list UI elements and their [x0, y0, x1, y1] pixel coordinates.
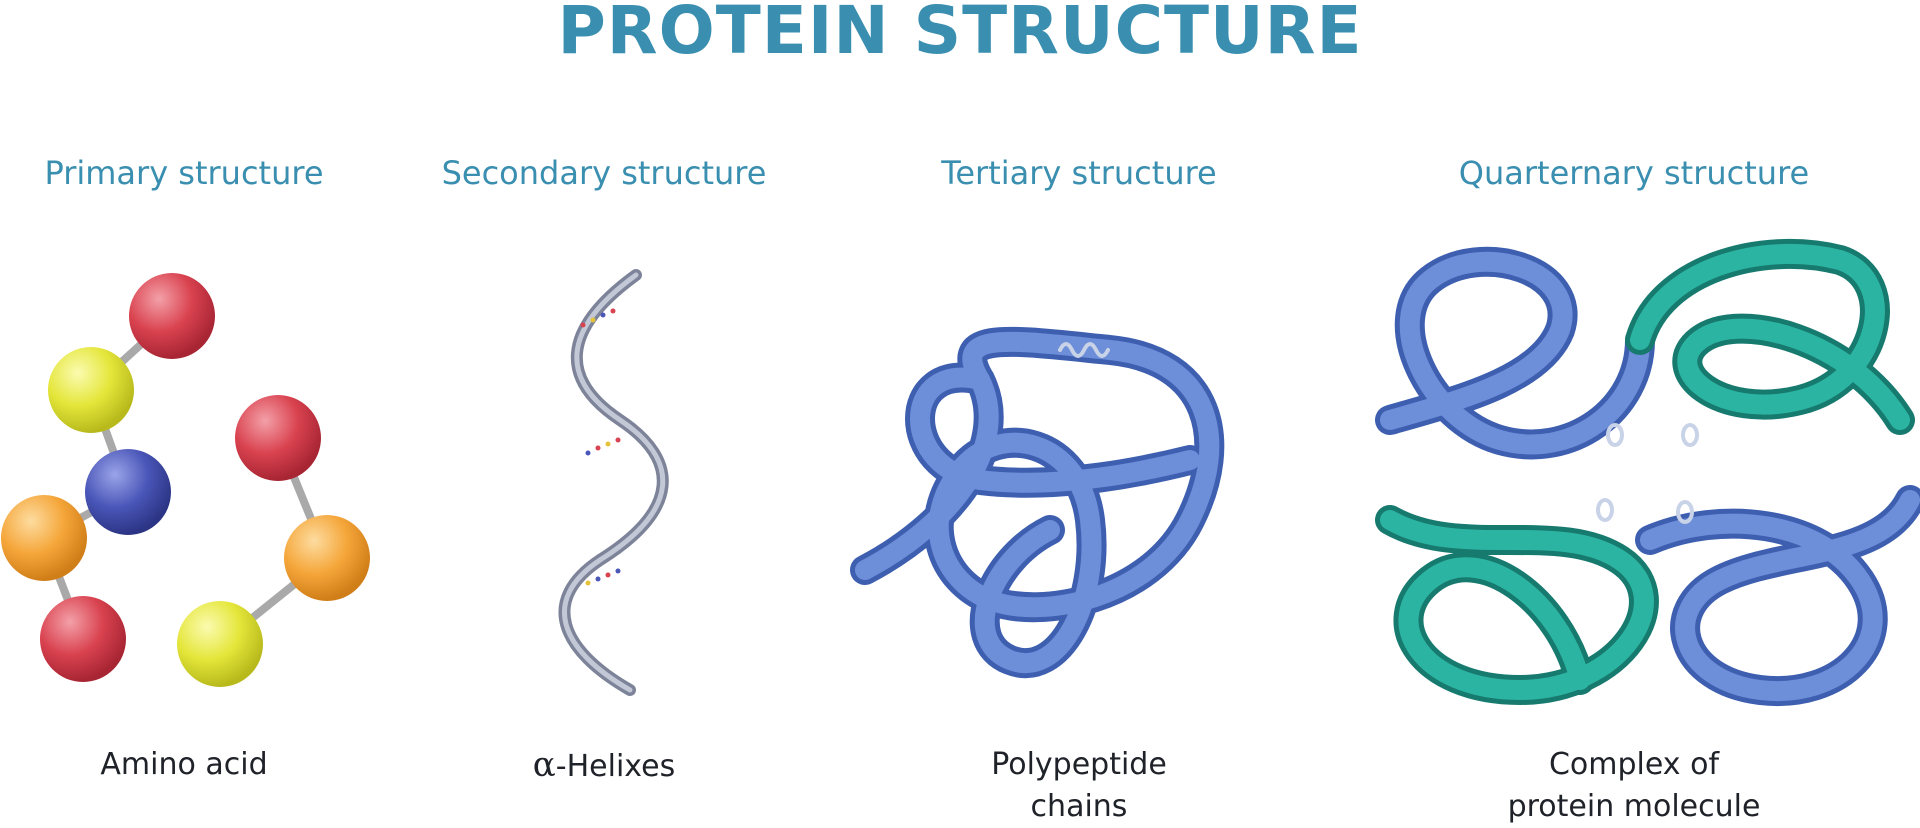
amino-acid-red — [235, 395, 321, 481]
page-title: PROTEIN STRUCTURE — [557, 0, 1363, 69]
subunit-blue-top-left — [1375, 246, 1655, 460]
quarternary-structure-heading: Quarternary structure — [1458, 154, 1810, 192]
caption-line: protein molecule — [1507, 789, 1761, 824]
subunit-teal-bottom-left — [1375, 505, 1659, 706]
amino-acid-caption: Amino acid — [100, 744, 267, 786]
amino-acid-chain — [1, 273, 370, 687]
helix-hydrogen-bonds — [580, 308, 621, 586]
primary-structure-heading: Primary structure — [44, 154, 324, 192]
helixes-text: -Helixes — [555, 749, 676, 784]
secondary-structure-heading: Secondary structure — [441, 154, 767, 192]
polypeptide-chains-caption: Polypeptide chains — [991, 744, 1167, 828]
complex-of-protein-molecule-caption: Complex of protein molecule — [1508, 744, 1761, 828]
subunit-teal-top-right — [1625, 239, 1915, 435]
caption-line: chains — [1030, 789, 1128, 824]
amino-acid-red — [40, 596, 126, 682]
tertiary-polypeptide — [850, 326, 1225, 678]
amino-acid-blue — [85, 449, 171, 535]
amino-acid-red — [129, 273, 215, 359]
amino-acid-orange — [284, 515, 370, 601]
caption-line: α-Helixes — [533, 744, 675, 788]
caption-line: Complex of — [1548, 747, 1720, 782]
alpha-symbol: α — [532, 745, 556, 785]
amino-acid-yellow — [48, 347, 134, 433]
caption-line: Polypeptide — [991, 747, 1167, 782]
subunit-blue-bottom-right — [1635, 485, 1920, 707]
caption-line: Amino acid — [100, 747, 268, 782]
amino-acid-yellow — [177, 601, 263, 687]
alpha-helixes-caption: α-Helixes — [533, 744, 675, 788]
alpha-helix-ribbon — [558, 269, 669, 696]
tertiary-structure-heading: Tertiary structure — [941, 154, 1217, 192]
amino-acid-orange — [1, 495, 87, 581]
quarternary-complex — [1375, 239, 1920, 707]
disulfide-bridges — [1596, 423, 1699, 524]
